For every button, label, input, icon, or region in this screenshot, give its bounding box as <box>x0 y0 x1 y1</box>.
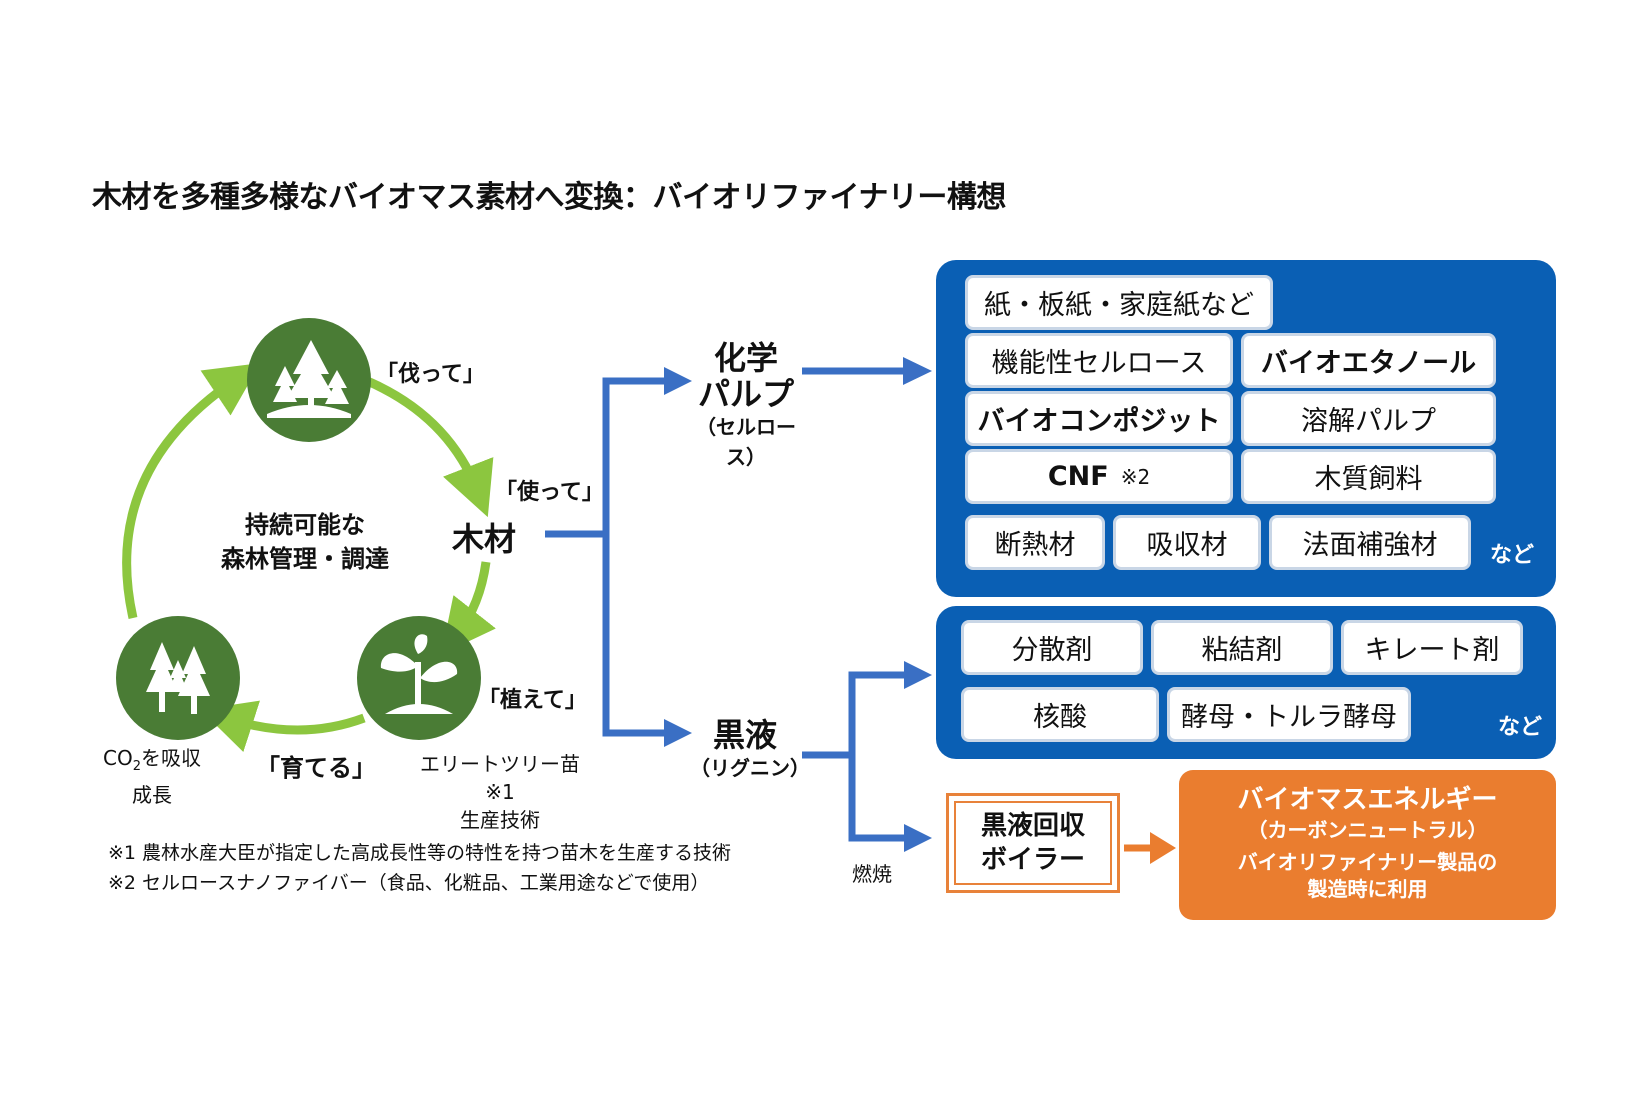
cellulose-etc: など <box>1490 543 1535 568</box>
product-dissolving-pulp: 溶解パルプ <box>1241 391 1496 446</box>
cellulose-products-panel: 紙・板紙・家庭紙など 機能性セルロース バイオエタノール バイオコンポジット 溶… <box>936 260 1556 597</box>
product-yeast: 酵母・トルラ酵母 <box>1167 687 1411 742</box>
label-wood: 木材 <box>452 520 517 558</box>
forest-circle <box>247 318 371 442</box>
lignin-products-panel: 分散剤 粘結剤 キレート剤 核酸 酵母・トルラ酵母 など <box>936 606 1556 759</box>
product-dispersant: 分散剤 <box>961 620 1143 675</box>
forest-icon <box>267 340 351 418</box>
product-paper: 紙・板紙・家庭紙など <box>965 275 1273 330</box>
label-plant: 「植えて」 <box>478 688 587 713</box>
recovery-boiler-box: 黒液回収 ボイラー <box>946 793 1120 893</box>
product-slope-reinforcement: 法面補強材 <box>1269 515 1471 570</box>
product-bioethanol: バイオエタノール <box>1241 333 1496 388</box>
label-burn: 燃焼 <box>852 862 892 886</box>
elite-tree-label: エリートツリー苗※1 生産技術 <box>420 752 580 832</box>
cycle-arrow-plant-to-grow <box>200 700 366 753</box>
product-functional-cellulose: 機能性セルロース <box>965 333 1233 388</box>
cycle-arrow-wood-to-plant <box>441 561 496 655</box>
product-insulation: 断熱材 <box>965 515 1105 570</box>
label-cut: 「伐って」 <box>376 362 485 387</box>
footnote-2: ※2 セルロースナノファイバー（食品、化粧品、工業用途などで使用） <box>108 872 710 894</box>
co2-label: CO2を吸収 成長 <box>103 746 201 807</box>
cycle-center-text: 持続可能な 森林管理・調達 <box>205 508 405 576</box>
young-trees-icon <box>146 642 210 714</box>
center-line-1: 持続可能な <box>245 511 365 539</box>
branch-wood <box>545 377 664 737</box>
arrowhead-to-boiler <box>904 824 932 852</box>
product-absorbent: 吸収材 <box>1113 515 1261 570</box>
label-use: 「使って」 <box>495 480 604 505</box>
sprout-icon <box>380 634 458 714</box>
arrowhead-to-pulp <box>664 367 692 395</box>
product-cnf: CNF※2 <box>965 449 1233 504</box>
arrowhead-to-lignin <box>904 661 932 689</box>
arrowhead-to-liquor <box>664 719 692 747</box>
page-title: 木材を多種多様なバイオマス素材へ変換：バイオリファイナリー構想 <box>92 180 1006 215</box>
cycle-arrow-cut-to-use <box>363 375 494 518</box>
sprout-circle <box>357 616 481 740</box>
young-trees-circle <box>116 616 240 740</box>
product-wood-feed: 木質飼料 <box>1241 449 1496 504</box>
branch-liquor <box>802 671 906 842</box>
center-line-2: 森林管理・調達 <box>221 545 389 573</box>
biomass-energy-box: バイオマスエネルギー （カーボンニュートラル） バイオリファイナリー製品の 製造… <box>1179 770 1556 920</box>
product-nucleic-acid: 核酸 <box>961 687 1159 742</box>
cycle-arrow-grow-to-cut <box>122 363 261 619</box>
product-biocomposite: バイオコンポジット <box>965 391 1233 446</box>
product-chelating-agent: キレート剤 <box>1341 620 1523 675</box>
lignin-etc: など <box>1498 715 1543 740</box>
label-grow: 「育てる」 <box>256 754 376 782</box>
footnote-1: ※1 農林水産大臣が指定した高成長性等の特性を持つ苗木を生産する技術 <box>108 842 732 864</box>
product-binder: 粘結剤 <box>1151 620 1333 675</box>
node-chemical-pulp: 化学 パルプ （セルロース） <box>696 339 796 469</box>
node-black-liquor: 黒液 （リグニン） <box>690 716 810 780</box>
